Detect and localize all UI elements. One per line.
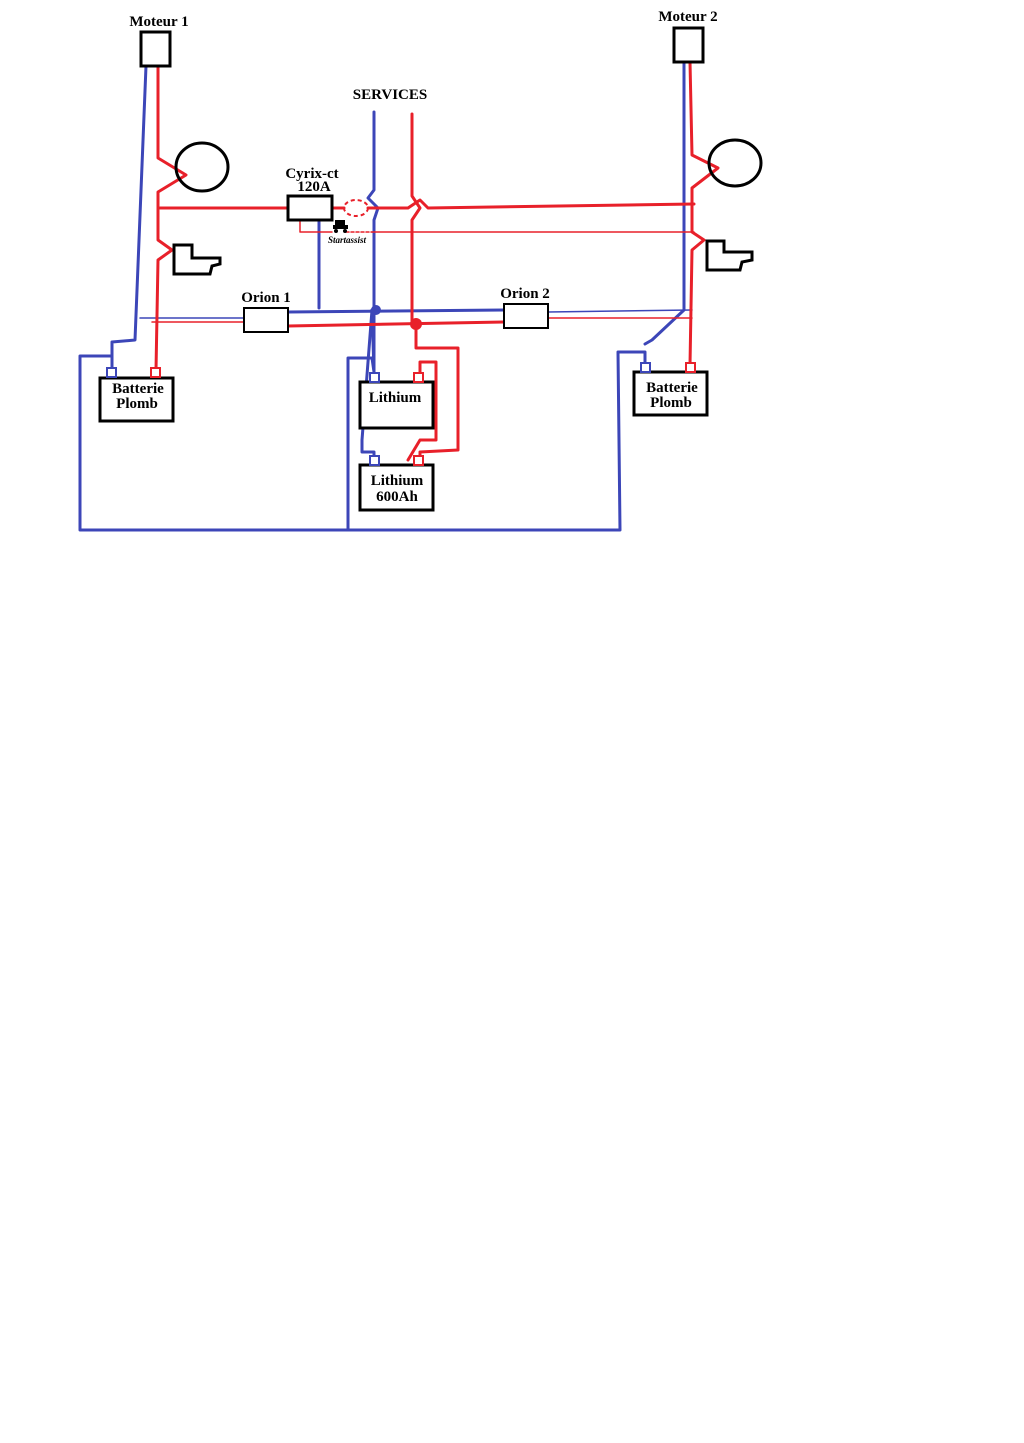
moteur2-label: Moteur 2 — [658, 9, 717, 25]
orion2: Orion 2 — [500, 286, 550, 329]
lithium600-negative-terminal — [369, 455, 380, 466]
moteur2-box — [672, 26, 705, 64]
positive-bus-main — [366, 198, 696, 210]
alternator1-icon — [174, 141, 230, 193]
lithium-positive-terminal — [413, 372, 424, 383]
positive-junction — [410, 318, 422, 330]
start-assist-label: Startassist — [328, 235, 367, 245]
batterie-plomb-1: Batterie Plomb — [98, 367, 175, 423]
lithium-box — [358, 380, 435, 430]
cyrix-relay: Cyrix-ct 120A — [285, 166, 339, 222]
orion-positive-bus — [286, 320, 506, 328]
moteur1-positive-wire — [154, 64, 188, 372]
orion-negative-bus — [286, 308, 506, 314]
cyrix-box — [286, 194, 334, 222]
lithium600-label-line1: Lithium — [371, 473, 424, 489]
negative-wires — [78, 60, 693, 532]
ground-loop-wire — [78, 350, 647, 532]
batterie2-negative-terminal — [640, 362, 651, 373]
moteur2: Moteur 2 — [658, 9, 718, 64]
services-positive-wire — [410, 112, 422, 328]
positive-wires — [151, 60, 720, 464]
lithium600-positive-terminal — [413, 455, 424, 466]
negative-junction — [371, 305, 381, 315]
batterie2-label-line1: Batterie — [646, 380, 698, 396]
batterie1-negative-terminal — [106, 367, 117, 378]
lithium-label: Lithium — [369, 390, 422, 406]
batterie2-label-line2: Plomb — [650, 395, 692, 411]
orion2-label: Orion 2 — [500, 286, 550, 302]
batterie1-label-line1: Batterie — [112, 381, 164, 397]
batterie1-positive-terminal — [150, 367, 161, 378]
moteur1-negative-wire — [110, 64, 148, 374]
moteur1-label: Moteur 1 — [129, 14, 188, 30]
moteur2-negative-wire — [643, 60, 686, 346]
starter2-icon — [705, 239, 754, 272]
batterie1-box — [98, 376, 175, 423]
cyrix-label-line1: Cyrix-ct — [285, 166, 338, 182]
services-negative-wire — [366, 110, 380, 374]
orion-negative-bus-right — [547, 309, 693, 313]
start-assist-button-icon — [335, 220, 345, 225]
services-label: SERVICES — [353, 87, 428, 103]
batterie1-label-line2: Plomb — [116, 396, 158, 412]
moteur1-box — [139, 30, 172, 68]
orion1-box — [243, 307, 289, 333]
dashed-bridge — [343, 199, 369, 217]
orion1: Orion 1 — [241, 290, 291, 333]
lithium600-label-line2: 600Ah — [376, 489, 418, 505]
alternator2-icon — [707, 138, 763, 188]
lithium-negative-terminal — [369, 372, 380, 383]
lithium-battery: Lithium — [358, 372, 435, 430]
lithium-positive-wire — [414, 324, 460, 464]
lithium-600ah-battery: Lithium 600Ah — [358, 455, 435, 512]
batterie-plomb-2: Batterie Plomb — [632, 362, 709, 417]
orion1-label: Orion 1 — [241, 290, 291, 306]
start-assist-wire — [299, 219, 333, 233]
starter1-icon — [172, 243, 222, 276]
lithium600-box — [358, 463, 435, 512]
moteur1: Moteur 1 — [129, 14, 189, 68]
batterie2-box — [632, 370, 709, 417]
moteur2-positive-wire — [688, 60, 720, 367]
lithium-positive-link — [406, 360, 438, 462]
cyrix-label-line2: 120A — [297, 179, 331, 195]
start-assist: Startassist — [328, 220, 367, 245]
orion2-box — [503, 303, 549, 329]
batterie2-positive-terminal — [685, 362, 696, 373]
